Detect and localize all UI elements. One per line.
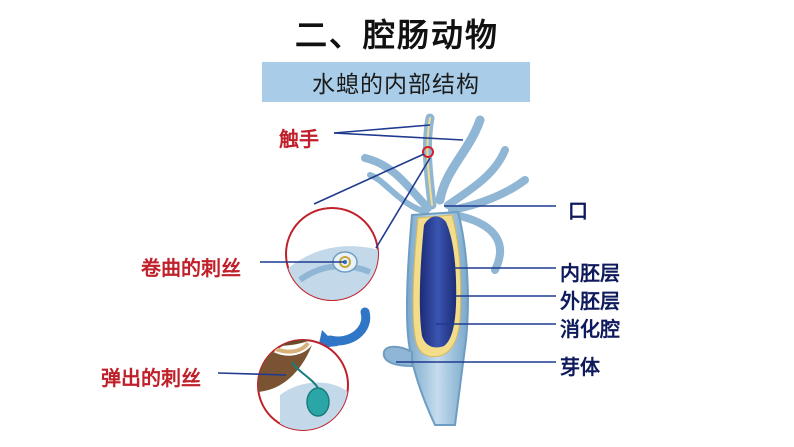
label-ejected-nematocyst: 弹出的刺丝 [101, 366, 201, 390]
page-title: 二、腔肠动物 [294, 16, 499, 54]
label-ectoderm: 外胚层 [560, 289, 620, 313]
magnified-ejected-view [257, 339, 349, 431]
label-mouth: 口 [568, 199, 588, 223]
magnified-coiled-view [285, 207, 379, 301]
bud-shape [382, 345, 413, 368]
digestive-cavity-shape [419, 216, 457, 348]
label-endoderm: 内胚层 [560, 261, 620, 285]
pointer-lines [217, 124, 556, 376]
label-bud: 芽体 [560, 355, 600, 379]
label-coiled-nematocyst: 卷曲的刺丝 [141, 256, 241, 280]
subtitle-banner: 水螅的内部结构 [262, 62, 530, 102]
transition-arrow [325, 307, 371, 346]
subtitle-text: 水螅的内部结构 [312, 72, 480, 98]
nematocyst-marker [422, 146, 434, 158]
label-digestive-cavity: 消化腔 [560, 317, 620, 341]
label-tentacle: 触手 [279, 127, 319, 151]
